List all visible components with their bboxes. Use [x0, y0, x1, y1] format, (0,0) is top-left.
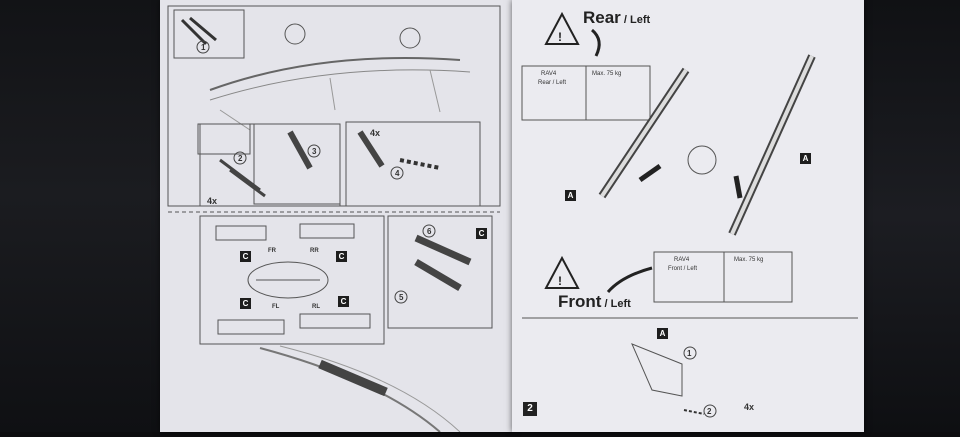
rear-info-model: RAV4 — [541, 71, 557, 77]
step-4-label: 4 — [395, 169, 400, 178]
front-heading-sub: / Left — [601, 298, 631, 310]
left-page-drawings — [167, 5, 501, 433]
front-heading-main: Front — [558, 292, 602, 311]
step-5-label: 5 — [399, 293, 404, 302]
part-badge-a-3: A — [657, 328, 668, 339]
clip-badge-2: C — [336, 251, 347, 262]
instruction-page-left — [160, 0, 515, 433]
leather-seat-right — [850, 0, 960, 432]
leather-seat-left — [0, 0, 170, 432]
clip-badge-3: C — [240, 298, 251, 309]
part-badge-a-1: A — [565, 190, 576, 201]
front-left-heading: Front / Left — [558, 292, 631, 312]
page-number: 2 — [523, 402, 537, 416]
rear-info-position: Rear / Left — [538, 80, 567, 86]
svg-text:!: ! — [558, 30, 562, 44]
step-2-label: 2 — [238, 154, 243, 163]
step-1-label: 1 — [201, 43, 206, 52]
position-code-rr: RR — [310, 248, 319, 254]
rear-heading-main: Rear — [583, 8, 621, 27]
quantity-label-a: 4x — [207, 196, 218, 206]
step1-inset — [173, 9, 245, 59]
front-info-max-load: Max. 75 kg — [734, 257, 764, 263]
clip-badge-1: C — [240, 251, 251, 262]
front-info-model: RAV4 — [674, 257, 690, 263]
rear-left-heading: Rear / Left — [583, 8, 650, 28]
instruction-page-right: ! ! — [512, 0, 864, 432]
svg-text:!: ! — [558, 274, 562, 288]
clip-badge-4: C — [338, 296, 349, 307]
position-code-rl: RL — [312, 304, 320, 310]
rear-info-max-load: Max. 75 kg — [592, 71, 622, 77]
quantity-label-b: 4x — [370, 128, 381, 138]
step-1-right-label: 1 — [687, 349, 692, 358]
position-code-fr: FR — [268, 248, 276, 254]
quantity-label-c: 4x — [744, 402, 755, 412]
clip-badge-5: C — [476, 228, 487, 239]
step-6-label: 6 — [427, 227, 432, 236]
step-2-right-label: 2 — [707, 407, 712, 416]
part-badge-a-2: A — [800, 153, 811, 164]
right-page-drawings: ! ! — [521, 11, 858, 418]
rear-heading-sub: / Left — [620, 14, 651, 26]
position-code-fl: FL — [272, 304, 280, 310]
front-info-position: Front / Left — [668, 266, 698, 272]
step-3-label: 3 — [312, 147, 317, 156]
